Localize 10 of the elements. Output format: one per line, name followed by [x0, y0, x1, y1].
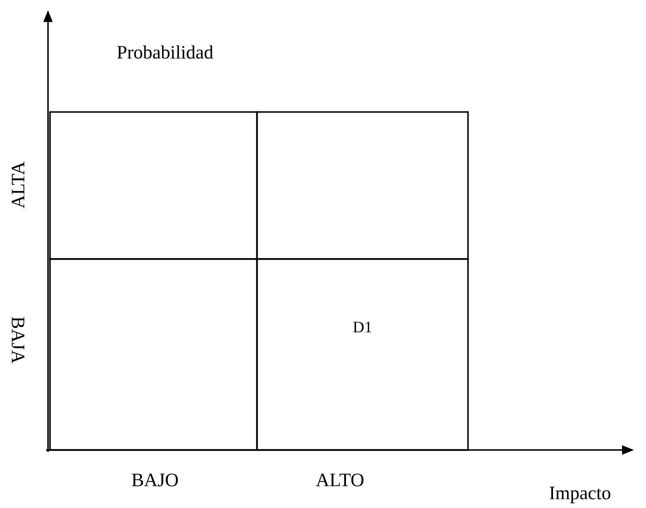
quadrant-cell	[49, 258, 258, 451]
quadrant-cell: D1	[256, 258, 469, 451]
axis-label: Probabilidad	[117, 45, 214, 59]
axis-label: BAJO	[132, 474, 178, 486]
quadrant-cell	[256, 111, 469, 260]
axis-label: ALTO	[316, 474, 364, 486]
axis-label: BAJA	[12, 316, 24, 364]
axis-label: Impacto	[550, 486, 610, 504]
quadrant-cell	[49, 111, 258, 260]
axis-label: ALTA	[12, 162, 24, 208]
